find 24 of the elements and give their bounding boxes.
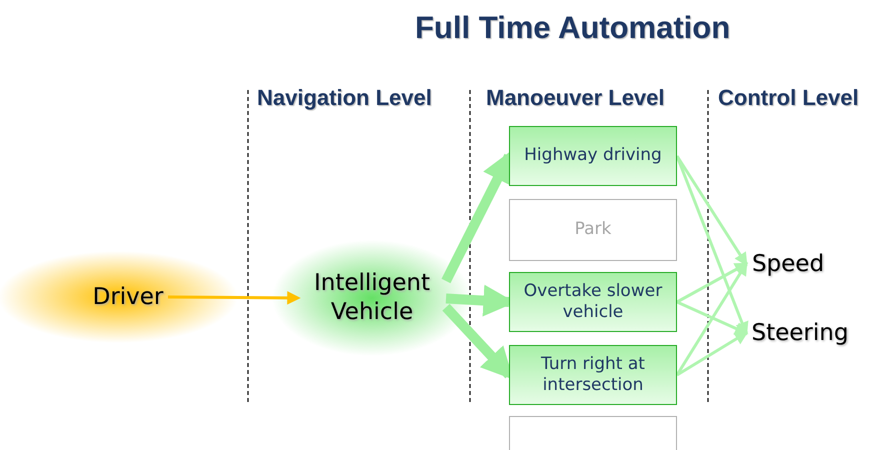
column-header: Control Level [718, 85, 859, 111]
arrow [676, 300, 748, 335]
box-text: Highway driving [523, 145, 663, 167]
column-header: Manoeuver Level [486, 85, 665, 111]
empty-box [509, 416, 677, 450]
arrow [676, 155, 748, 266]
process-box [509, 272, 677, 332]
column-header: Navigation Level [257, 85, 432, 111]
arrow [676, 262, 748, 304]
arrow [676, 332, 748, 376]
process-box [509, 345, 677, 405]
output-label: Steering [750, 318, 850, 348]
driver-label: Driver [92, 282, 164, 312]
arrow [168, 291, 301, 305]
vehicle-label: Intelligent Vehicle [312, 269, 432, 327]
box-text: Turn right at intersection [540, 354, 646, 396]
arrow [676, 262, 748, 376]
box-text: Overtake slower vehicle [522, 280, 664, 324]
title: Full Time Automation [415, 10, 730, 46]
output-label: Speed [750, 250, 826, 278]
process-box [509, 126, 677, 186]
box-text: Park [574, 219, 612, 241]
process-box [509, 199, 677, 261]
arrow [676, 155, 748, 336]
